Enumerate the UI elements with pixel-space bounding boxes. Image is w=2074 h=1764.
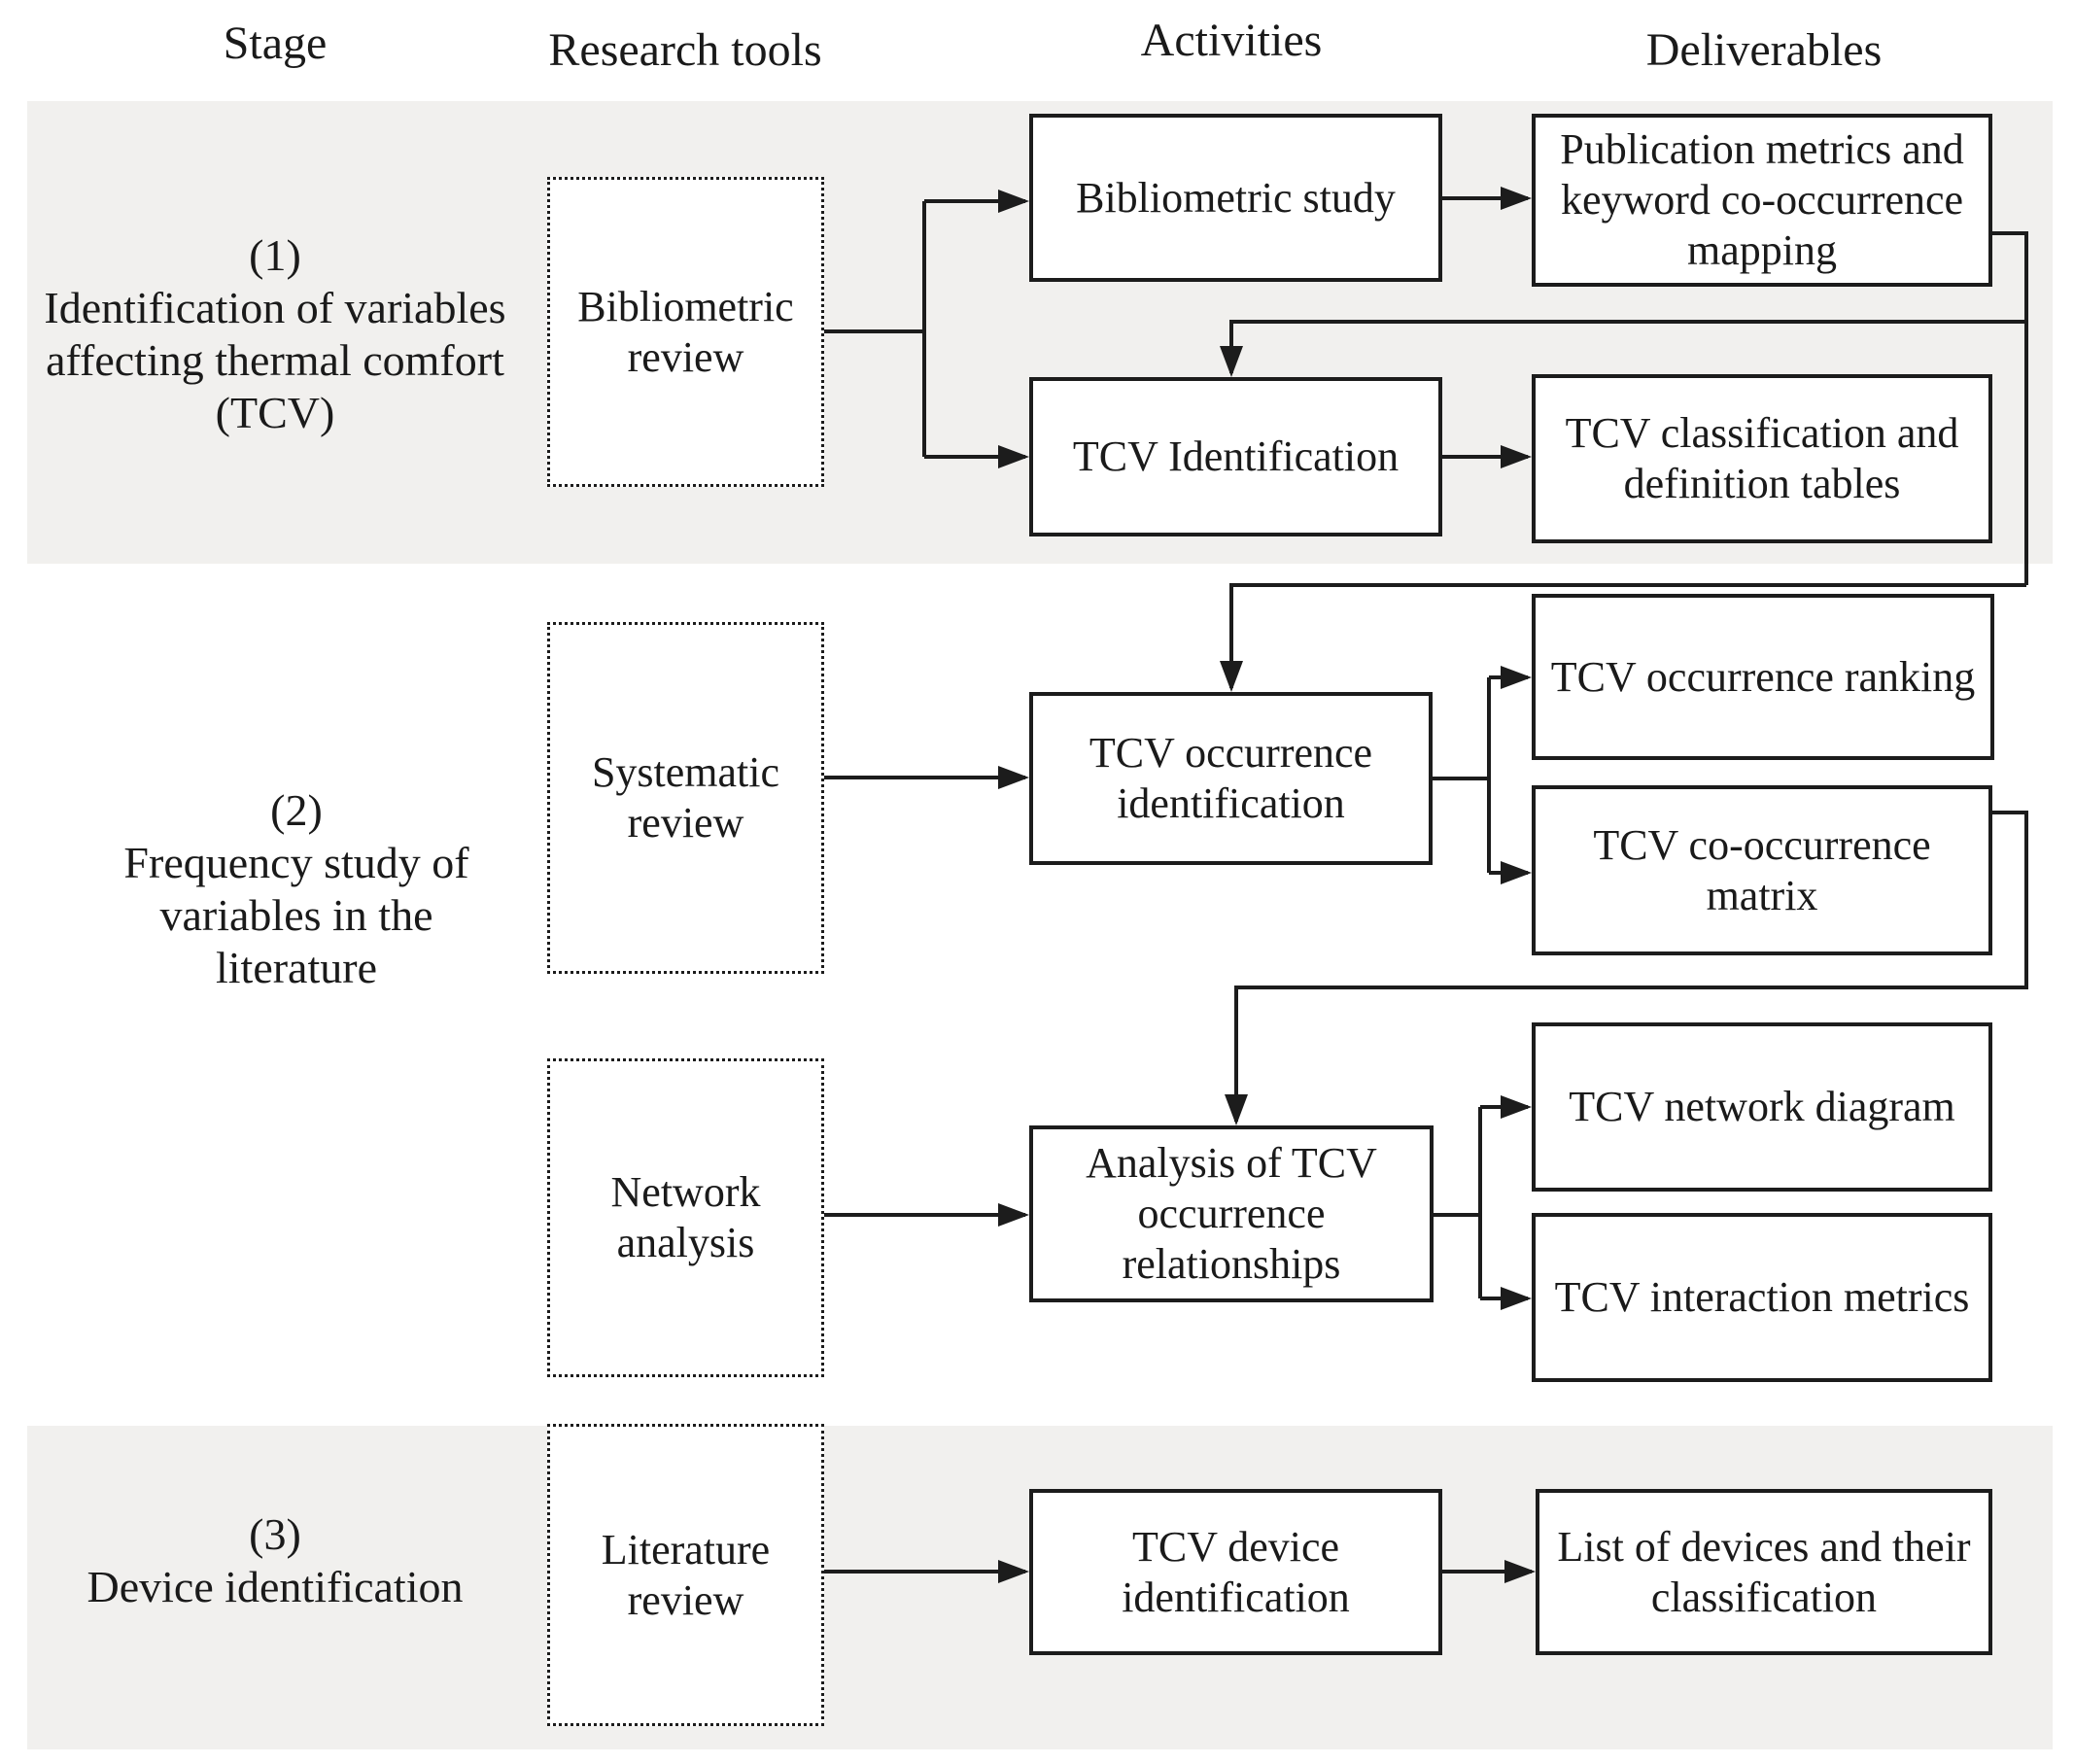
stage1-title: Identification of variables affecting th… — [44, 283, 506, 437]
node-bibliometric-study: Bibliometric study — [1029, 114, 1442, 282]
node-tcv-network-diagram: TCV network diagram — [1532, 1022, 1992, 1192]
stage3-number: (3) — [249, 1509, 301, 1559]
node-tcv-cooccurrence-matrix: TCV co-occurrence matrix — [1532, 785, 1992, 955]
node-tcv-identification: TCV Identification — [1029, 377, 1442, 536]
node-network-analysis: Network analysis — [547, 1058, 824, 1377]
node-tcv-interaction-metrics: TCV interaction metrics — [1532, 1213, 1992, 1382]
node-publication-metrics-mapping: Publication metrics and keyword co-occur… — [1532, 114, 1992, 287]
stage1-number: (1) — [249, 230, 301, 280]
node-analysis-tcv-occurrence-relationships: Analysis of TCV occurrence relationships — [1029, 1125, 1434, 1302]
node-tcv-classification-tables: TCV classification and definition tables — [1532, 374, 1992, 543]
node-systematic-review: Systematic review — [547, 622, 824, 974]
node-tcv-device-identification: TCV device identification — [1029, 1489, 1442, 1655]
arrow-metrics-to-tcv-identification — [1220, 320, 2026, 377]
column-header-stage: Stage — [223, 17, 328, 69]
arrow-matrix-to-analysis — [1225, 811, 2028, 1125]
node-tcv-occurrence-identification: TCV occurrence identification — [1029, 692, 1433, 865]
node-list-of-devices: List of devices and their classification — [1536, 1489, 1992, 1655]
column-header-activities: Activities — [1140, 15, 1323, 66]
node-bibliometric-review: Bibliometric review — [547, 177, 824, 487]
stage1-label: (1) Identification of variables affectin… — [37, 229, 513, 439]
column-header-deliverables: Deliverables — [1645, 24, 1883, 76]
line-deliverable-trunk — [1992, 231, 2028, 585]
node-literature-review: Literature review — [547, 1424, 824, 1726]
stage3-title: Device identification — [86, 1562, 464, 1611]
node-tcv-occurrence-ranking: TCV occurrence ranking — [1532, 594, 1994, 760]
arrow-stage1-to-occurrence-identification — [1220, 583, 2026, 692]
stage2-title: Frequency study of variables in the lite… — [123, 838, 469, 992]
column-header-research-tools: Research tools — [548, 24, 822, 76]
stage2-label: (2) Frequency study of variables in the … — [92, 784, 501, 994]
stage2-number: (2) — [270, 785, 323, 835]
stage3-label: (3) Device identification — [37, 1508, 513, 1613]
